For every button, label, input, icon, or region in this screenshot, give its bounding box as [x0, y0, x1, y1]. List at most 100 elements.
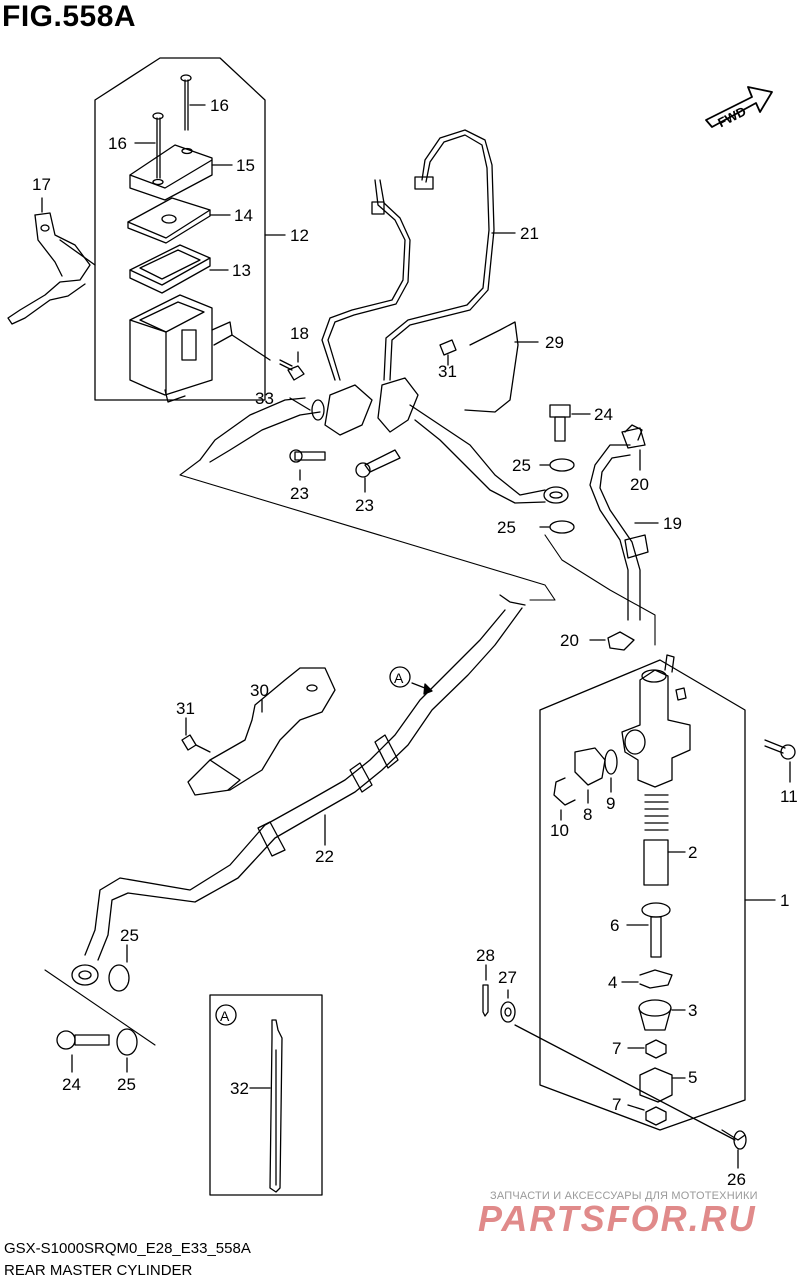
callout-7-upper: 7: [612, 1039, 621, 1058]
fwd-label: FWD: [715, 103, 748, 130]
spring-2: [643, 794, 686, 886]
reservoir-body: [129, 294, 271, 403]
callout-8: 8: [583, 805, 592, 824]
pin-26: [514, 1024, 747, 1169]
nut-7-upper: [627, 1039, 667, 1059]
bolt-18: [279, 351, 305, 381]
callout-1: 1: [780, 891, 789, 910]
figure-title: FIG.558A: [2, 0, 137, 33]
watermark-tagline: ЗАПЧАСТИ И АКСЕССУАРЫ ДЛЯ МОТОТЕХНИКИ: [490, 1190, 758, 1202]
callout-11: 11: [780, 787, 798, 806]
clamp-20-top: [624, 424, 643, 471]
fitting-upper: [199, 377, 569, 504]
callout-25-b: 25: [497, 518, 516, 537]
washer-25-b: [549, 520, 575, 534]
callout-31-upper: 31: [438, 362, 457, 381]
group-outline-top: [179, 459, 556, 601]
banjo-bolt-24-upper: [549, 404, 591, 442]
bolt-23-right: [355, 449, 401, 493]
callout-25-a: 25: [512, 456, 531, 475]
callout-2: 2: [688, 843, 697, 862]
clevis-5: [639, 1067, 686, 1103]
group-outline-line: [544, 534, 656, 646]
master-cylinder-box: [539, 659, 746, 1131]
lower-outline-line: [44, 969, 156, 1046]
callout-30: 30: [250, 681, 269, 700]
bracket-29: [439, 321, 539, 413]
callout-25-d: 25: [117, 1075, 136, 1094]
screw-16-right: [180, 74, 206, 131]
callout-32: 32: [230, 1079, 249, 1098]
reservoir-plate: [127, 197, 231, 244]
callout-14: 14: [234, 206, 253, 225]
callout-3: 3: [688, 1001, 697, 1020]
watermark-logo: PARTSFOR.RU: [478, 1198, 757, 1239]
callout-18: 18: [290, 324, 309, 343]
clamp-20-bottom: [589, 631, 635, 651]
callout-15: 15: [236, 156, 255, 175]
callout-23-right: 23: [355, 496, 374, 515]
ref-a-marker-box: [215, 1004, 237, 1026]
callout-7-lower: 7: [612, 1095, 621, 1114]
callout-16-left: 16: [108, 134, 127, 153]
callout-20-bottom: 20: [560, 631, 579, 650]
ref-a-box-label: A: [220, 1008, 230, 1024]
callout-24-lower: 24: [62, 1075, 81, 1094]
callout-12: 12: [290, 226, 309, 245]
brake-hose-22: [71, 594, 526, 986]
ref-a-label: A: [394, 670, 404, 686]
callout-31-lower: 31: [176, 699, 195, 718]
callout-33: 33: [255, 389, 274, 408]
bolt-23-left: [289, 449, 326, 481]
callout-6: 6: [610, 916, 619, 935]
callout-25-c: 25: [120, 926, 139, 945]
callout-29: 29: [545, 333, 564, 352]
callout-5: 5: [688, 1068, 697, 1087]
callout-27: 27: [498, 968, 517, 987]
callout-17: 17: [32, 175, 51, 194]
boot-3: [638, 999, 686, 1031]
master-cylinder-body: [621, 654, 691, 788]
bolt-31-lower: [181, 717, 211, 753]
reservoir-hose-19: [589, 427, 659, 621]
reservoir-hose: [321, 129, 516, 381]
callout-10: 10: [550, 821, 569, 840]
bracket-17: [7, 197, 96, 325]
callout-22: 22: [315, 847, 334, 866]
reservoir-cap: [129, 144, 233, 201]
callout-20-top: 20: [630, 475, 649, 494]
callout-4: 4: [608, 973, 617, 992]
callout-13: 13: [232, 261, 251, 280]
ref-a-box: [209, 994, 323, 1196]
screw-16-left: [134, 112, 164, 179]
ref-a-marker: [389, 666, 411, 688]
cable-tie-32: [249, 1019, 283, 1193]
callout-28: 28: [476, 946, 495, 965]
fwd-arrow-icon: [705, 86, 773, 128]
reservoir-diaphragm: [129, 244, 229, 294]
washer-25-c: [108, 964, 130, 992]
push-rod-6: [626, 902, 671, 958]
drawing-code: GSX-S1000SRQM0_E28_E33_558A: [4, 1240, 251, 1257]
callout-9: 9: [606, 794, 615, 813]
washer-25-a: [549, 458, 575, 472]
callout-23-left: 23: [290, 484, 309, 503]
circlip-4: [639, 969, 673, 989]
washer-27: [500, 989, 516, 1023]
callout-16-right: 16: [210, 96, 229, 115]
callout-19: 19: [663, 514, 682, 533]
callout-21: 21: [520, 224, 539, 243]
bracket-30: [187, 667, 336, 796]
circlip-10: [553, 777, 576, 806]
washer-25-d: [116, 1028, 138, 1056]
o-ring-9: [604, 749, 618, 775]
banjo-bolt-24-lower: [56, 1030, 110, 1073]
nut-7-lower: [627, 1104, 667, 1126]
callout-26: 26: [727, 1170, 746, 1189]
cotter-pin-28: [482, 964, 489, 1017]
reservoir-group-box: [94, 57, 266, 401]
figure-caption: REAR MASTER CYLINDER: [4, 1262, 193, 1279]
bolt-11: [764, 739, 796, 783]
joint-8: [574, 747, 606, 804]
